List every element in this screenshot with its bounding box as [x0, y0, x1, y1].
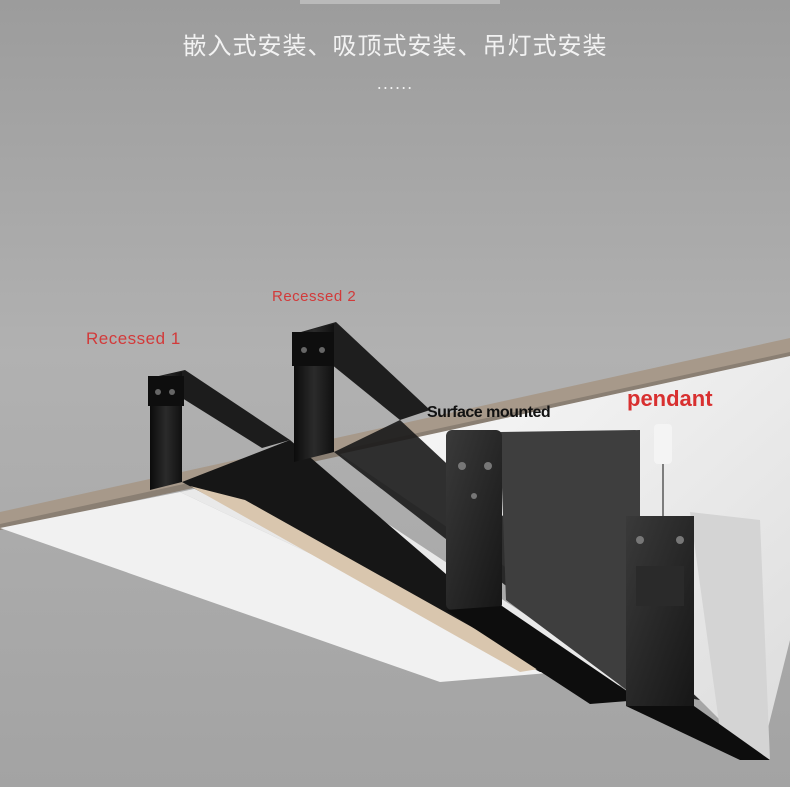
title-ellipsis: ......	[376, 74, 414, 93]
surface-side	[500, 430, 640, 700]
surface-front	[446, 430, 502, 610]
pendant-profile	[626, 424, 770, 760]
recessed-2-cap	[292, 332, 334, 366]
recessed-1-cap	[148, 376, 184, 406]
top-cropped-text	[300, 0, 500, 4]
pendant-canopy	[654, 424, 672, 464]
pendant-side	[690, 512, 770, 760]
surface-mounted-profile	[446, 430, 640, 704]
surface-bottom	[446, 606, 640, 704]
pendant-front	[626, 516, 694, 706]
label-recessed-2: Recessed 2	[272, 288, 357, 305]
recessed-1-top	[150, 370, 290, 448]
label-pendant: pendant	[627, 386, 713, 411]
recessed-1-diffuser	[190, 486, 545, 672]
pendant-bottom	[626, 706, 770, 760]
page-title: 嵌入式安装、吸顶式安装、吊灯式安装	[182, 32, 608, 60]
label-surface-mounted: Surface mounted	[427, 404, 551, 421]
label-recessed-1: Recessed 1	[86, 329, 181, 348]
ceiling-panel-left	[0, 492, 560, 682]
